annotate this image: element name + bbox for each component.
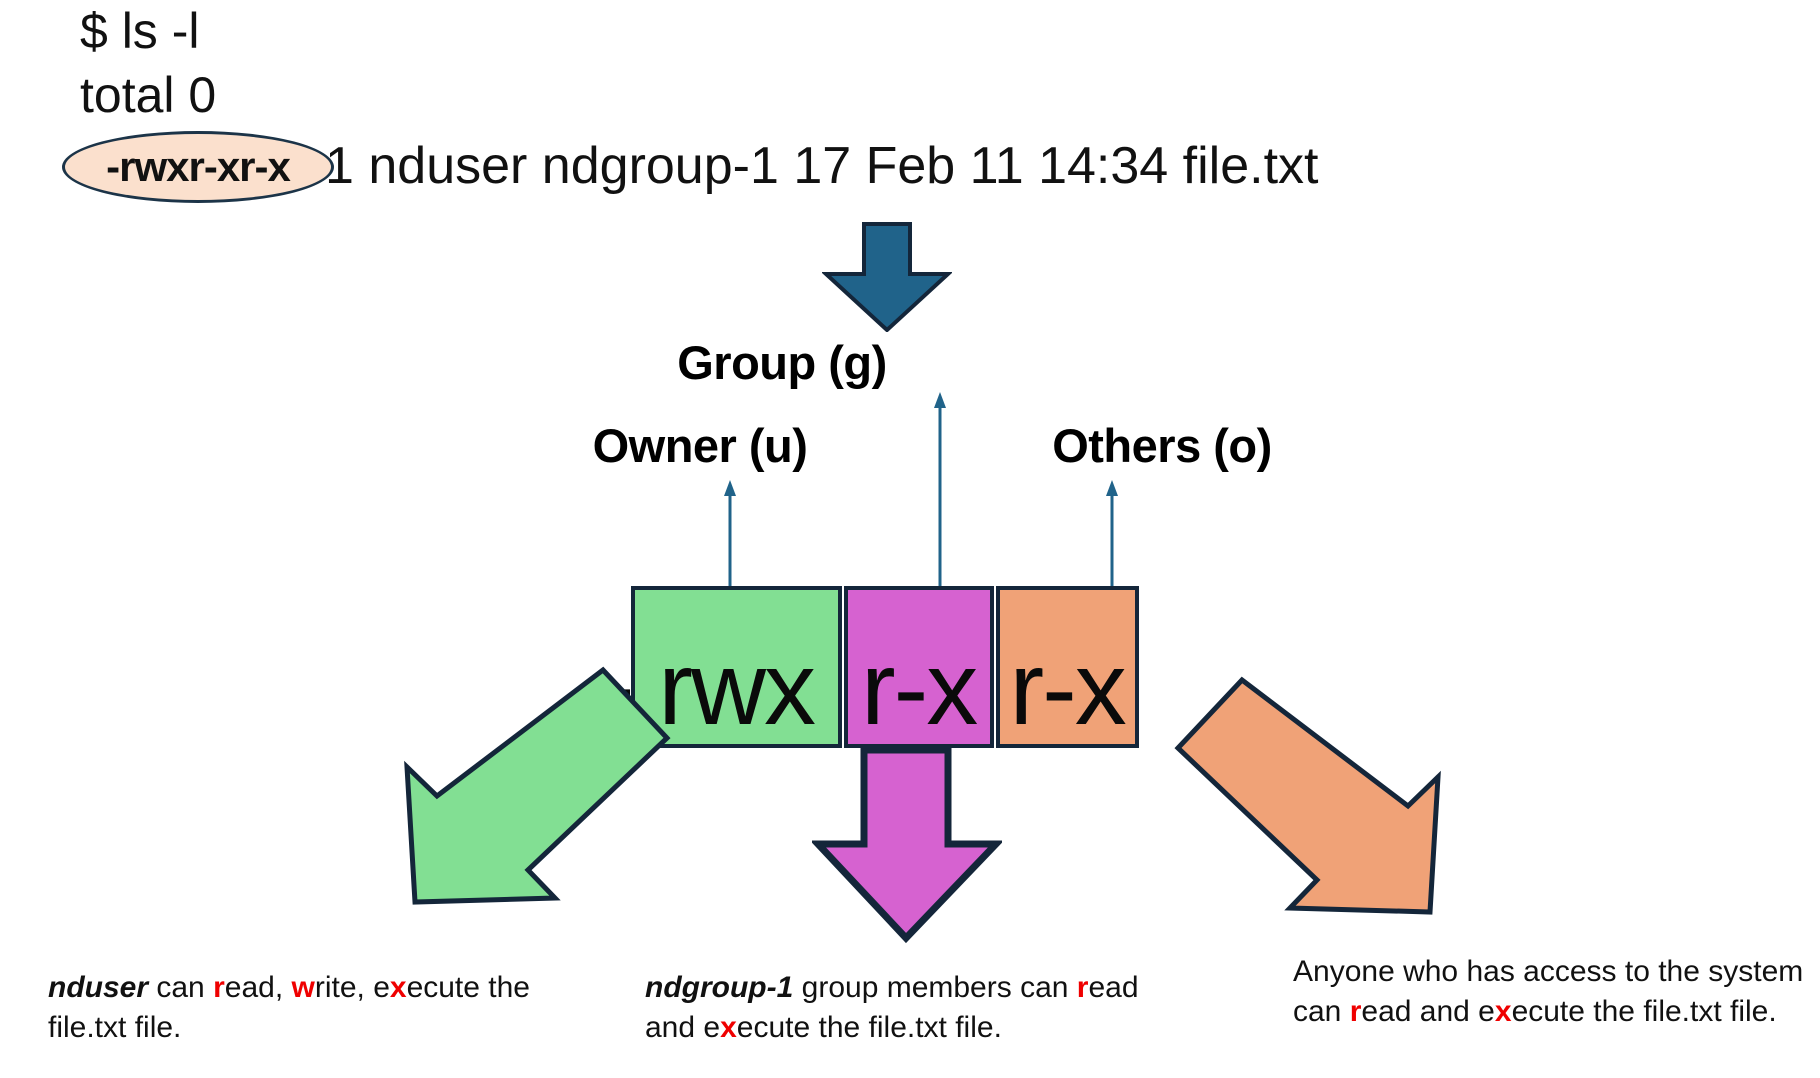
arrow-up-thin-icon-owner: [724, 480, 736, 590]
arrow-down-left-icon: [404, 666, 671, 905]
caption-owner-part1: can: [148, 971, 214, 1004]
ellipse-highlight-icon: [62, 131, 334, 203]
permission-string-highlight: -rwxr-xr-x: [62, 131, 334, 203]
caption-group-x: x: [720, 1010, 737, 1044]
label-group: Group (g): [677, 336, 887, 389]
caption-owner-r: r: [213, 971, 225, 1004]
caption-owner-subject: nduser: [48, 971, 149, 1004]
arrow-up-thin-icon-group: [934, 392, 946, 590]
caption-group-r: r: [1076, 971, 1089, 1004]
permission-bits-group: r-x: [861, 631, 978, 747]
permission-bits-owner: rwx: [658, 631, 816, 747]
caption-others: Anyone who has access to the system can …: [1293, 952, 1813, 1031]
caption-owner-w: w: [291, 971, 315, 1004]
caption-group-part1: group members can: [793, 971, 1077, 1004]
caption-group-execute: ecute the file.txt file.: [736, 1010, 1002, 1044]
caption-others-part1: Anyone who has access to the system can: [1293, 955, 1804, 1028]
label-others: Others (o): [1052, 419, 1272, 472]
caption-owner-execute: ecute the file.txt file.: [48, 971, 530, 1044]
caption-others-x: x: [1494, 994, 1512, 1028]
permission-box-group[interactable]: r-x: [843, 586, 994, 748]
caption-others-read: ead and e: [1361, 994, 1495, 1028]
caption-owner: nduser can read, write, execute the file…: [48, 968, 568, 1047]
caption-owner-read: ead,: [224, 971, 292, 1004]
permission-boxes-row: - rwx r-x r-x: [600, 586, 1139, 748]
caption-others-r: r: [1349, 994, 1362, 1028]
caption-group: ndgroup-1 group members can read and exe…: [645, 968, 1165, 1047]
terminal-total-line: total 0: [80, 67, 217, 123]
caption-owner-write: rite, e: [314, 971, 390, 1004]
label-owner: Owner (u): [592, 419, 808, 472]
arrow-up-thin-icon-others: [1106, 480, 1118, 590]
permission-box-owner[interactable]: rwx: [630, 586, 842, 748]
terminal-listing-rest: 1 nduser ndgroup-1 17 Feb 11 14:34 file.…: [325, 137, 1319, 195]
caption-group-subject: ndgroup-1: [645, 971, 794, 1004]
arrow-down-right-icon: [1174, 676, 1441, 915]
permission-bits-others: r-x: [1009, 631, 1127, 747]
permission-box-others[interactable]: r-x: [995, 586, 1139, 748]
caption-group-read: ead and e: [645, 971, 1139, 1044]
caption-others-execute: ecute the file.txt file.: [1511, 994, 1777, 1028]
terminal-prompt-line: $ ls -l: [80, 3, 200, 59]
highlighted-permission-string: -rwxr-xr-x: [106, 143, 291, 190]
arrow-down-icon: [822, 222, 952, 332]
caption-owner-x: x: [389, 971, 407, 1004]
arrow-down-icon-group: [812, 746, 1002, 944]
